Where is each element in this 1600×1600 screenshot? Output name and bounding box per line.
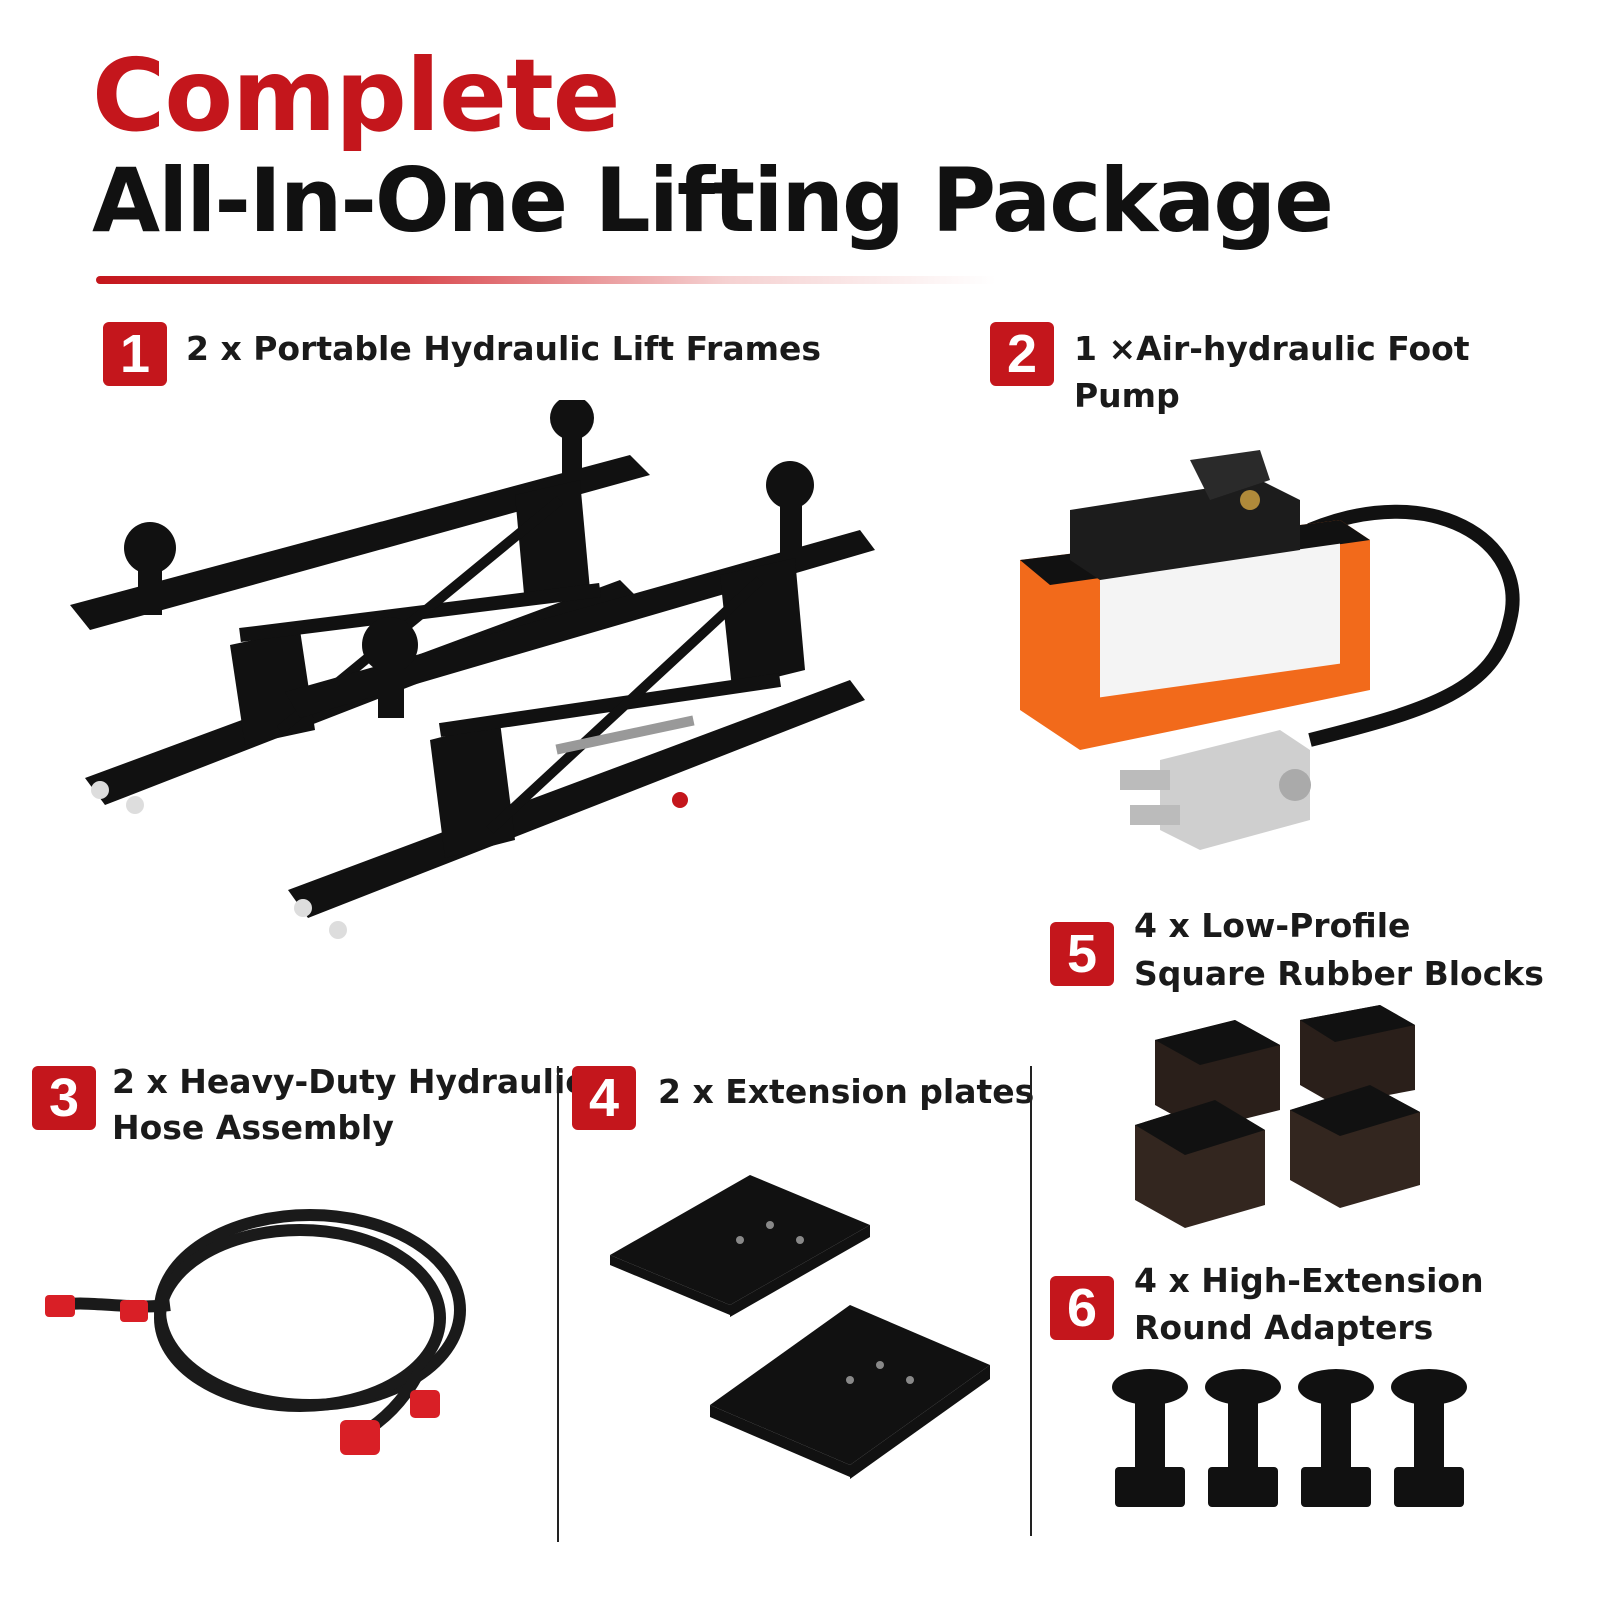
- divider-left: [557, 1066, 559, 1542]
- foot-pump-illustration: [1010, 440, 1530, 860]
- round-adapters-illustration: [1105, 1362, 1505, 1512]
- headline-underline: [96, 276, 996, 284]
- hydraulic-hoses-illustration: [40, 1190, 470, 1470]
- item-1-badge: 1: [103, 322, 167, 386]
- item-6-label-line1: 4 x High-Extension: [1134, 1261, 1484, 1300]
- item-5-label-line2: Square Rubber Blocks: [1134, 954, 1544, 993]
- headline-complete: Complete: [92, 37, 621, 154]
- item-3-label-line1: 2 x Heavy-Duty Hydraulic: [112, 1062, 585, 1101]
- item-3-badge: 3: [32, 1066, 96, 1130]
- item-4-label: 2 x Extension plates: [658, 1072, 1035, 1111]
- headline-package: All-In-One Lifting Package: [92, 149, 1334, 252]
- lift-frames-illustration: [60, 400, 890, 960]
- item-3-label-line2: Hose Assembly: [112, 1108, 394, 1147]
- divider-right: [1030, 1066, 1032, 1536]
- item-1-label: 2 x Portable Hydraulic Lift Frames: [186, 329, 822, 368]
- item-2-label-line2: Pump: [1074, 376, 1180, 415]
- item-2-label-line1: 1 ×Air-hydraulic Foot: [1074, 329, 1470, 368]
- rubber-blocks-illustration: [1125, 1000, 1425, 1230]
- item-2-badge: 2: [990, 322, 1054, 386]
- extension-plates-illustration: [600, 1165, 1000, 1505]
- item-6-badge: 6: [1050, 1276, 1114, 1340]
- item-5-label-line1: 4 x Low-Profile: [1134, 906, 1411, 945]
- item-5-badge: 5: [1050, 922, 1114, 986]
- item-4-badge: 4: [572, 1066, 636, 1130]
- item-6-label-line2: Round Adapters: [1134, 1308, 1434, 1347]
